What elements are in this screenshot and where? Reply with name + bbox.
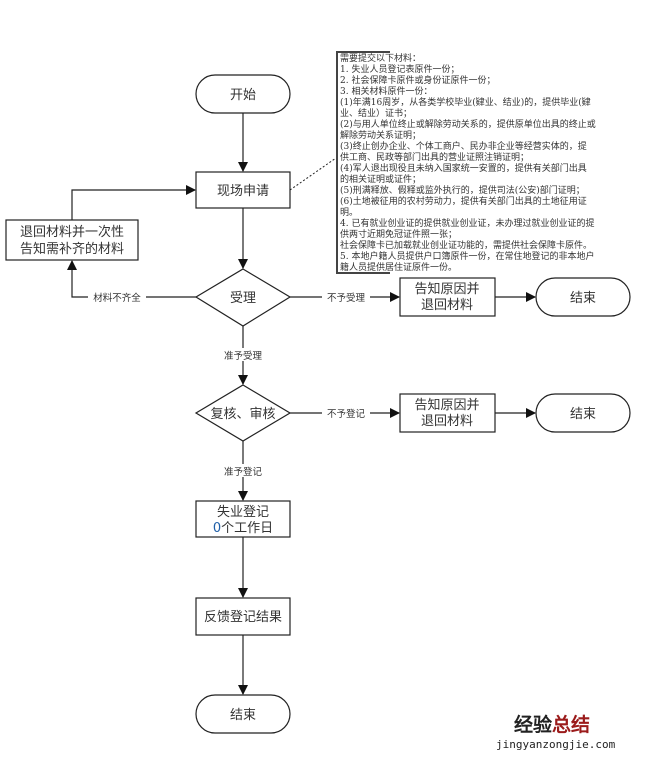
note-line: 需要提交以下材料： <box>340 52 421 64</box>
note-line: 3. 相关材料原件一份： <box>340 85 432 97</box>
register-label-line2: 0个工作日 <box>213 521 273 536</box>
watermark-cn-red: 总结 <box>552 713 590 736</box>
register-days-digit: 0 <box>213 521 221 536</box>
end3-terminal <box>195 694 291 734</box>
note-line: 籍人员提供居住证原件一份。 <box>340 261 457 273</box>
end2-terminal <box>535 393 631 433</box>
edge-return-to-apply <box>71 185 196 220</box>
note-line: 5. 本地户籍人员提供户口簿原件一份，在常住地登记的非本地户 <box>340 250 594 262</box>
accept-decision <box>194 268 292 327</box>
return-label-line2: 告知需补齐的材料 <box>20 241 124 257</box>
reject2-box <box>399 393 496 433</box>
note-connector <box>289 157 337 191</box>
note-line: 的相关证明或证件； <box>340 173 421 185</box>
review-decision <box>194 384 292 442</box>
start-label: 开始 <box>230 88 256 103</box>
note-text-block: 需要提交以下材料：1. 失业人员登记表原件一份；2. 社会保障卡原件或身份证原件… <box>340 52 596 273</box>
note-line: 1. 失业人员登记表原件一份； <box>340 63 459 75</box>
end1-terminal <box>535 277 631 317</box>
note-line: (6)土地被征用的农村劳动力，提供有关部门出具的土地征用证 <box>340 195 587 207</box>
edge-label-not-registered: 不予登记 <box>327 408 366 420</box>
return-materials-box <box>5 219 139 261</box>
note-line: 明。 <box>340 207 358 218</box>
review-label: 复核、审核 <box>210 407 275 422</box>
feedback-box <box>195 597 291 636</box>
note-line: 2. 社会保障卡原件或身份证原件一份； <box>340 74 495 86</box>
note-line: 4. 已有就业创业证的提供就业创业证，未办理过就业创业证的提 <box>340 217 594 229</box>
register-days-unit: 个工作日 <box>221 521 273 536</box>
note-bracket <box>336 51 390 274</box>
watermark-cn-dark: 经验 <box>514 713 553 736</box>
accept-label: 受理 <box>230 291 256 306</box>
note-line: 解除劳动关系证明； <box>340 129 421 141</box>
edge-label-accepted: 准予受理 <box>224 350 263 362</box>
svg-text:经验总结: 经验总结 <box>514 713 590 736</box>
apply-label: 现场申请 <box>217 184 269 199</box>
end1-label: 结束 <box>570 291 596 306</box>
note-line: 供工商、民政等部门出具的营业证照注销证明； <box>340 151 529 163</box>
watermark: 经验总结 jingyanzongjie.com <box>496 713 616 751</box>
edge-label-incomplete: 材料不齐全 <box>93 292 141 304</box>
note-line: (1)年满16周岁，从各类学校毕业(肄业、结业)的，提供毕业(肄 <box>340 96 591 108</box>
apply-box <box>195 171 291 209</box>
note-line: (2)与用人单位终止或解除劳动关系的，提供原单位出具的终止或 <box>340 118 596 130</box>
feedback-label: 反馈登记结果 <box>204 610 282 625</box>
reject2-label-line1: 告知原因并 <box>414 397 479 413</box>
end2-label: 结束 <box>570 407 596 422</box>
reject1-label-line1: 告知原因并 <box>414 281 479 297</box>
note-line: 业、结业）证书； <box>340 107 412 119</box>
note-line: (4)军人退出现役且未纳入国家统一安置的，提供有关部门出具 <box>340 162 587 174</box>
start-terminal <box>195 74 291 114</box>
register-box <box>195 500 291 538</box>
note-line: 社会保障卡已加载就业创业证功能的，需提供社会保障卡原件。 <box>340 239 592 251</box>
edge-label-registered: 准予登记 <box>224 466 263 478</box>
note-line: (5)刑满释放、假释或监外执行的，提供司法(公安)部门证明； <box>340 184 585 196</box>
edge-label-not-accepted: 不予受理 <box>327 292 366 304</box>
edge-accept-to-return <box>67 260 196 298</box>
note-line: 供两寸近期免冠证件照一张； <box>340 228 457 240</box>
requirements-note: 需要提交以下材料：1. 失业人员登记表原件一份；2. 社会保障卡原件或身份证原件… <box>336 51 596 274</box>
reject1-label-line2: 退回材料 <box>421 298 473 313</box>
return-label-line1: 退回材料并一次性 <box>20 224 124 240</box>
reject2-label-line2: 退回材料 <box>421 414 473 429</box>
watermark-url: jingyanzongjie.com <box>496 738 616 751</box>
end3-label: 结束 <box>230 708 256 723</box>
note-line: (3)终止创办企业、个体工商户、民办非企业等经营实体的，提 <box>340 140 587 152</box>
register-label-line1: 失业登记 <box>217 505 269 520</box>
reject1-box <box>399 277 496 317</box>
